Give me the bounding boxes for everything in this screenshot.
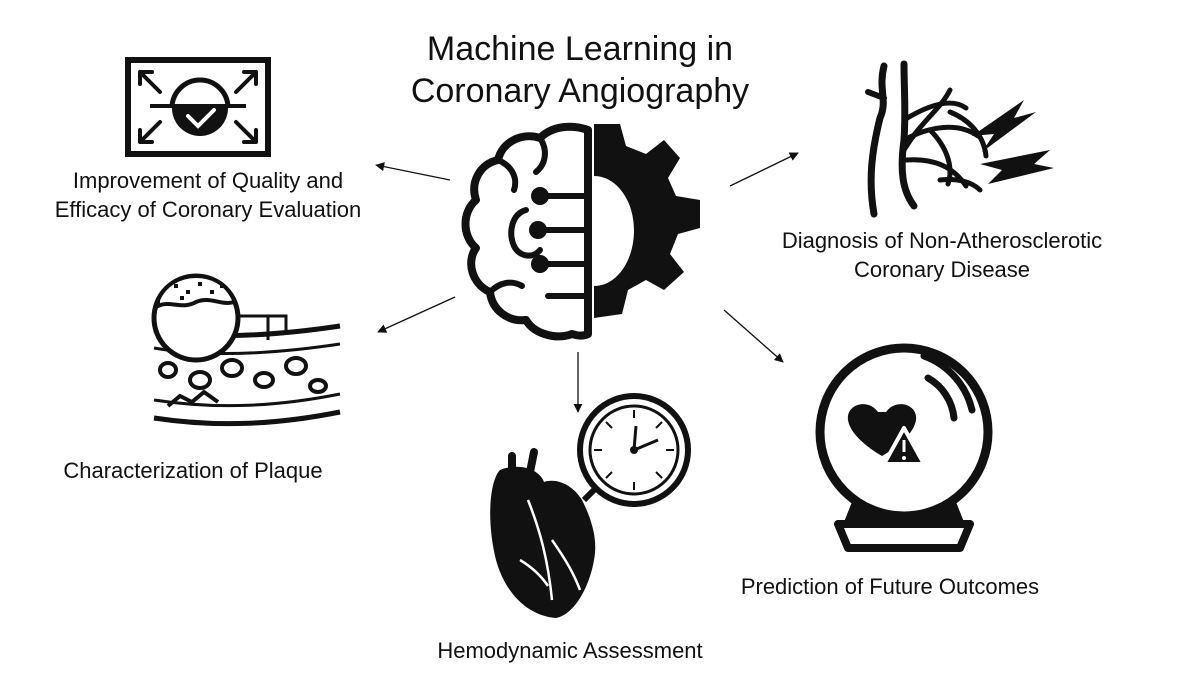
coronary-vessel-icon <box>865 60 1054 218</box>
scan-frame-icon <box>125 57 271 157</box>
heart-gauge-icon <box>490 393 691 618</box>
brain-fold-1 <box>533 135 548 175</box>
node-label-diagnosis-line-1: Diagnosis of Non-Atherosclerotic <box>781 228 1103 253</box>
brain-fold-4 <box>508 207 543 259</box>
diagram-title-line-2: Coronary Angiography <box>410 72 750 110</box>
crystal-ball-heart-icon <box>815 343 993 552</box>
node-label-diagnosis: Diagnosis of Non-Atherosclerotic Coronar… <box>752 226 1132 284</box>
node-label-quality: Improvement of Quality and Efficacy of C… <box>28 166 388 224</box>
circuit-nodes <box>529 187 549 273</box>
circuit-traces <box>537 193 591 299</box>
diagram-title: Machine Learning in Coronary Angiography <box>340 28 820 112</box>
edge-hub-to-prediction <box>723 309 784 363</box>
edge-hub-to-quality <box>375 162 451 181</box>
node-label-plaque-line-1: Characterization of Plaque <box>63 458 323 483</box>
brain-gear-icon <box>461 122 700 341</box>
brain-outline <box>461 122 592 341</box>
edge-arrows <box>375 152 799 413</box>
diagram-title-line-1: Machine Learning in <box>426 30 734 68</box>
node-label-hemodynamic: Hemodynamic Assessment <box>400 636 740 665</box>
edge-hub-to-diagnosis <box>729 152 799 187</box>
node-label-plaque: Characterization of Plaque <box>28 456 358 485</box>
node-label-prediction-line-1: Prediction of Future Outcomes <box>740 574 1040 599</box>
artery-plaque-icon <box>151 273 341 427</box>
brain-fold-3 <box>487 279 525 295</box>
node-label-diagnosis-line-2: Coronary Disease <box>853 257 1031 282</box>
node-label-quality-line-2: Efficacy of Coronary Evaluation <box>54 197 362 222</box>
node-label-quality-line-1: Improvement of Quality and <box>72 168 344 193</box>
edge-hub-to-plaque <box>377 296 456 333</box>
gear-half <box>594 124 700 318</box>
node-label-prediction: Prediction of Future Outcomes <box>710 572 1070 601</box>
node-label-hemodynamic-line-1: Hemodynamic Assessment <box>437 638 703 663</box>
brain-fold-2 <box>495 157 519 193</box>
